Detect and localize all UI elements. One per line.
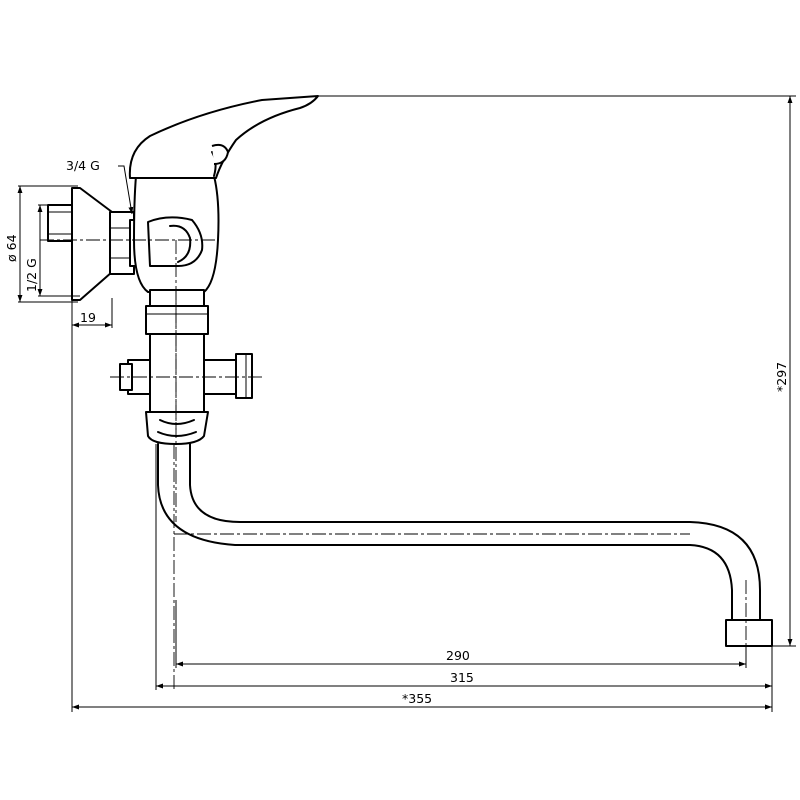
label-spout-reach: 315 (450, 670, 474, 685)
centerlines (40, 239, 747, 690)
neck-ring (145, 289, 209, 335)
label-overall-width: *355 (402, 691, 432, 706)
dimension-labels: 3/4 G ø 64 1/2 G 19 *297 290 315 *355 (4, 158, 789, 706)
valve-body (133, 175, 220, 293)
lever-handle (128, 95, 319, 179)
spout (157, 443, 773, 647)
cross-fitting (119, 333, 253, 413)
spout-swivel-nut (145, 411, 209, 445)
label-spout-reach-inner: 290 (446, 648, 470, 663)
label-flange-offset: 19 (80, 310, 96, 325)
dimension-lines (17, 95, 796, 712)
label-thread-inlet: 1/2 G (24, 258, 39, 292)
label-height: *297 (774, 362, 789, 392)
label-flange-diameter: ø 64 (4, 234, 19, 262)
label-thread-outlet: 3/4 G (66, 158, 100, 173)
